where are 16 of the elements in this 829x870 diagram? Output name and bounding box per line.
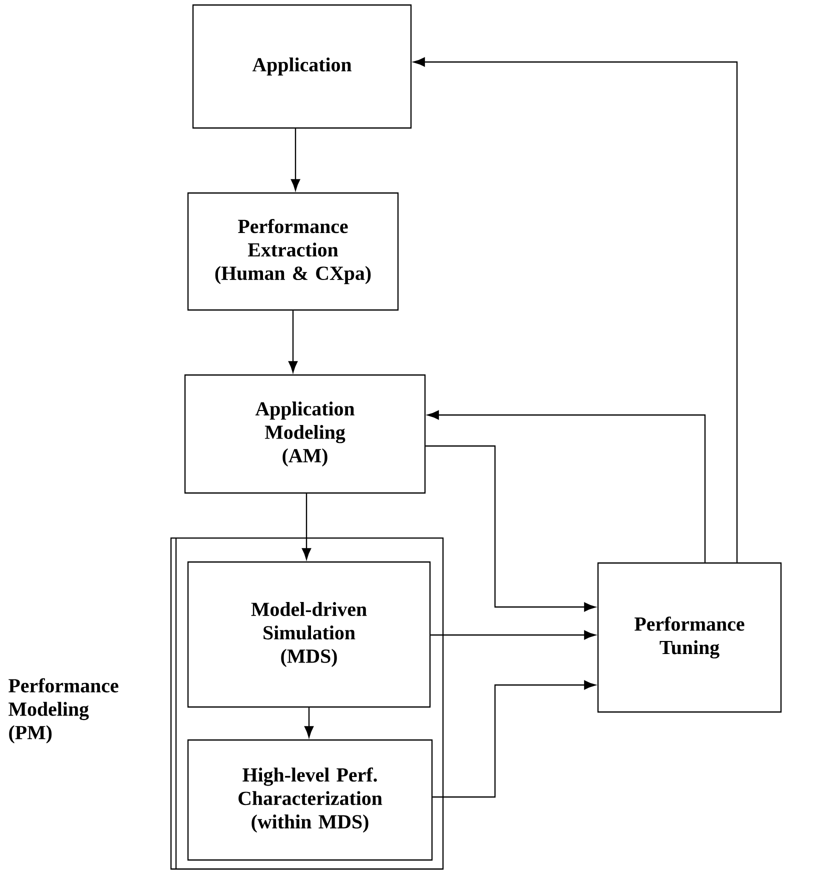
process-box: Performance Tuning (597, 562, 782, 713)
group-heading: Performance Modeling (PM) (8, 678, 118, 744)
arrow (290, 128, 300, 191)
process-box: Performance Extraction (Human & CXpa) (187, 192, 399, 311)
arrow (413, 57, 738, 562)
arrow (288, 310, 298, 373)
process-box: Application Modeling (AM) (184, 374, 426, 494)
arrow (302, 494, 312, 560)
process-box: Model-driven Simulation (MDS) (187, 561, 431, 708)
arrow (426, 445, 596, 612)
process-box: Application (192, 4, 412, 129)
arrow (432, 680, 596, 798)
process-box: High-level Perf. Characterization (within MDS) (187, 739, 433, 861)
arrow (304, 708, 314, 738)
arrow (430, 630, 596, 640)
arrow (427, 410, 706, 562)
